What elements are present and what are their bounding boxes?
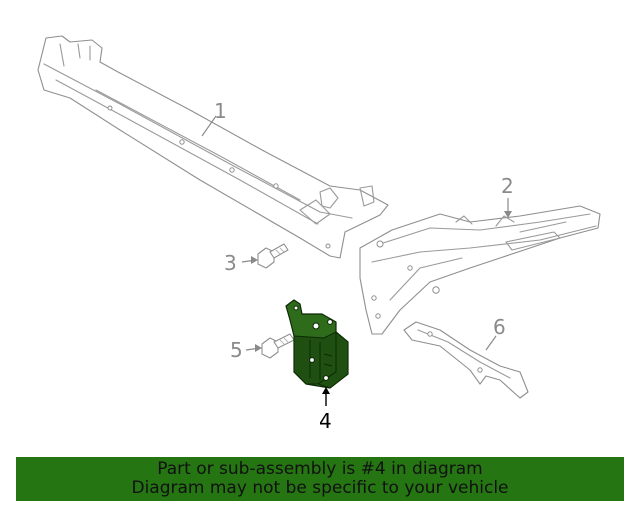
arrow-3 [251, 256, 258, 264]
callout-5[interactable]: 5 [230, 338, 243, 362]
arrow-4 [322, 387, 330, 394]
callout-3[interactable]: 3 [224, 251, 237, 275]
callout-2[interactable]: 2 [501, 174, 514, 198]
part-3-bolt[interactable] [257, 243, 289, 269]
callout-1[interactable]: 1 [214, 99, 227, 123]
part-info-banner: Part or sub-assembly is #4 in diagram Di… [16, 457, 624, 501]
leader-6 [485, 335, 497, 351]
banner-line-disclaimer: Diagram may not be specific to your vehi… [131, 478, 509, 498]
banner-line-highlighted-part: Part or sub-assembly is #4 in diagram [157, 459, 483, 479]
part-2-side-member[interactable] [359, 205, 601, 335]
parts-diagram: 1 2 3 5 6 [37, 35, 601, 433]
leader-1 [201, 115, 217, 137]
part-5-bolt[interactable] [261, 333, 295, 359]
part-6-bracket[interactable] [403, 321, 529, 399]
part-1-tie-bar[interactable] [37, 35, 389, 259]
callout-4[interactable]: 4 [319, 409, 332, 433]
arrow-2 [504, 211, 512, 218]
part-4-bracket[interactable] [285, 299, 349, 389]
callout-6[interactable]: 6 [493, 315, 506, 339]
arrow-5 [255, 344, 262, 352]
